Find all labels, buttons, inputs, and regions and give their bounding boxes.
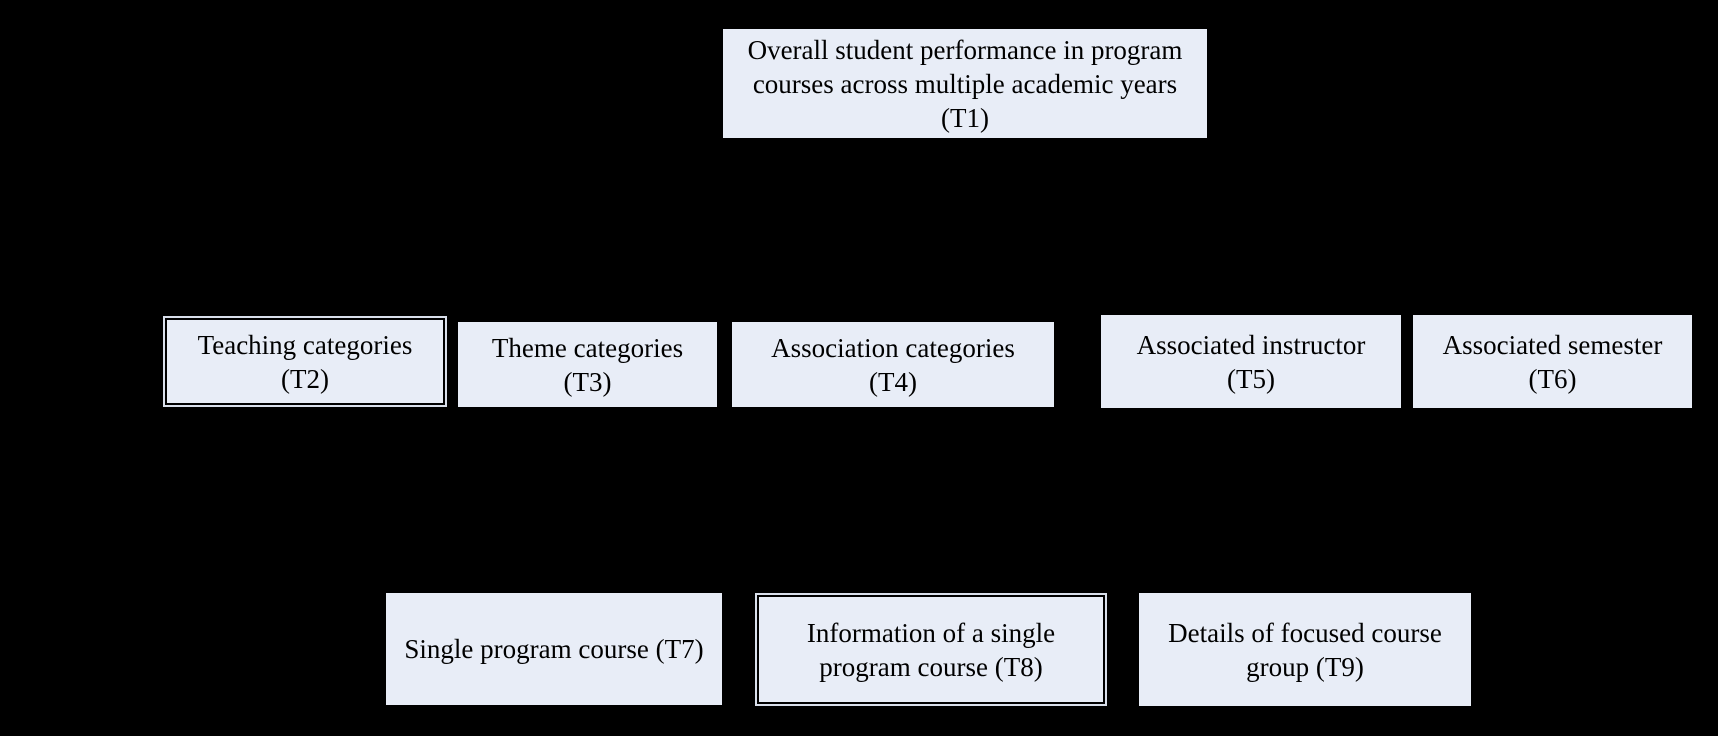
node-t8-label: Information of a single program course (… — [806, 617, 1056, 682]
node-t1-label: Overall student performance in program c… — [747, 34, 1183, 133]
node-associated-semester-t6: Associated semester (T6) — [1413, 315, 1692, 408]
node-overall-student-performance-t1: Overall student performance in program c… — [723, 29, 1207, 138]
node-t7-label: Single program course (T7) — [404, 634, 704, 664]
node-t5-label: Associated instructor (T5) — [1136, 329, 1366, 394]
node-single-program-course-t7: Single program course (T7) — [386, 593, 722, 705]
node-details-focused-course-group-t9: Details of focused course group (T9) — [1139, 593, 1471, 706]
node-teaching-categories-t2: Teaching categories (T2) — [165, 318, 445, 405]
node-theme-categories-t3: Theme categories (T3) — [458, 322, 717, 407]
node-association-categories-t4: Association categories (T4) — [732, 322, 1054, 407]
node-t3-label: Theme categories (T3) — [491, 332, 684, 397]
node-t9-label: Details of focused course group (T9) — [1168, 617, 1442, 682]
node-t6-label: Associated semester (T6) — [1442, 329, 1663, 394]
node-associated-instructor-t5: Associated instructor (T5) — [1101, 315, 1401, 408]
node-information-single-program-course-t8: Information of a single program course (… — [757, 595, 1105, 704]
node-t4-label: Association categories (T4) — [771, 332, 1015, 397]
node-t2-label: Teaching categories (T2) — [197, 329, 413, 394]
